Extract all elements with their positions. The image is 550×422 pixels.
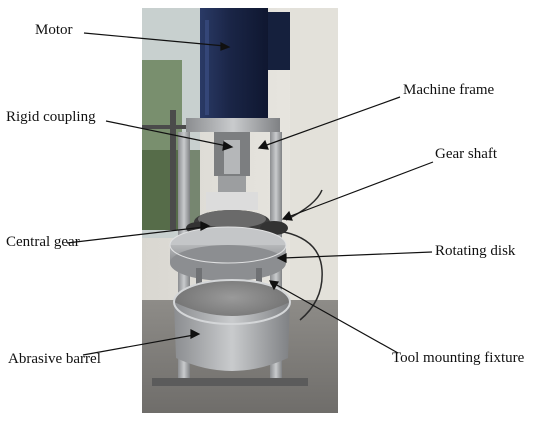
label-tool-mounting-fixture: Tool mounting fixture <box>392 350 525 366</box>
spacer-block <box>206 192 258 210</box>
leader-rigid-coupling <box>105 120 228 147</box>
label-central-gear: Central gear <box>6 234 80 250</box>
label-rotating-disk: Rotating disk <box>435 243 516 259</box>
leader-abrasive-barrel <box>82 334 195 356</box>
label-gear-shaft: Gear shaft <box>435 146 498 162</box>
leader-lines <box>66 32 434 356</box>
base-plate <box>152 378 308 386</box>
leader-tool-mounting-fixture <box>274 283 399 354</box>
label-rigid-coupling: Rigid coupling <box>6 109 96 125</box>
motor-flange <box>186 118 280 132</box>
label-abrasive-barrel: Abrasive barrel <box>8 351 101 367</box>
leader-motor <box>83 32 226 47</box>
leader-central-gear <box>66 226 205 244</box>
motor-body <box>200 8 268 120</box>
label-motor: Motor <box>35 22 73 38</box>
leader-gear-shaft <box>287 161 434 218</box>
label-machine-frame: Machine frame <box>403 82 495 98</box>
leader-rotating-disk <box>282 251 433 259</box>
leader-machine-frame <box>263 96 401 147</box>
